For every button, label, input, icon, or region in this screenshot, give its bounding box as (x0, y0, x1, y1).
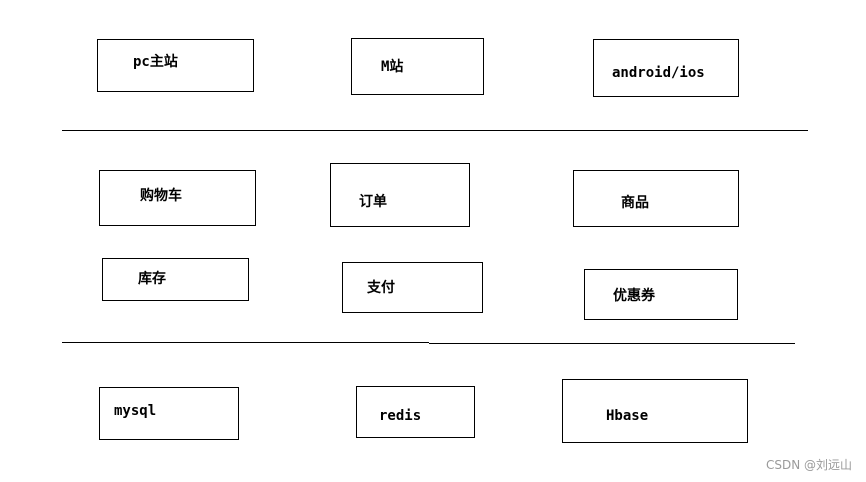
coupon-box: 优惠券 (584, 269, 738, 320)
order-box: 订单 (330, 163, 470, 227)
divider-line-top (62, 130, 808, 131)
hbase-label: Hbase (606, 408, 649, 424)
pc-site-box: pc主站 (97, 39, 254, 92)
android-ios-label: android/ios (612, 65, 705, 81)
m-site-label: M站 (381, 59, 404, 75)
payment-label: 支付 (367, 280, 395, 296)
watermark-text: CSDN @刘远山 (765, 458, 852, 472)
product-box: 商品 (573, 170, 739, 227)
inventory-box: 库存 (102, 258, 249, 301)
divider-line-bottom-right (429, 343, 795, 344)
product-label: 商品 (621, 195, 649, 211)
mysql-label: mysql (114, 403, 157, 419)
mysql-box: mysql (99, 387, 239, 440)
pc-site-label: pc主站 (133, 54, 178, 70)
inventory-label: 库存 (138, 271, 166, 287)
divider-line-bottom-left (62, 342, 429, 343)
android-ios-box: android/ios (593, 39, 739, 97)
coupon-label: 优惠券 (613, 288, 655, 304)
m-site-box: M站 (351, 38, 484, 95)
order-label: 订单 (359, 194, 387, 210)
redis-box: redis (356, 386, 475, 438)
hbase-box: Hbase (562, 379, 748, 443)
cart-box: 购物车 (99, 170, 256, 226)
redis-label: redis (379, 408, 422, 424)
cart-label: 购物车 (140, 188, 182, 204)
payment-box: 支付 (342, 262, 483, 313)
